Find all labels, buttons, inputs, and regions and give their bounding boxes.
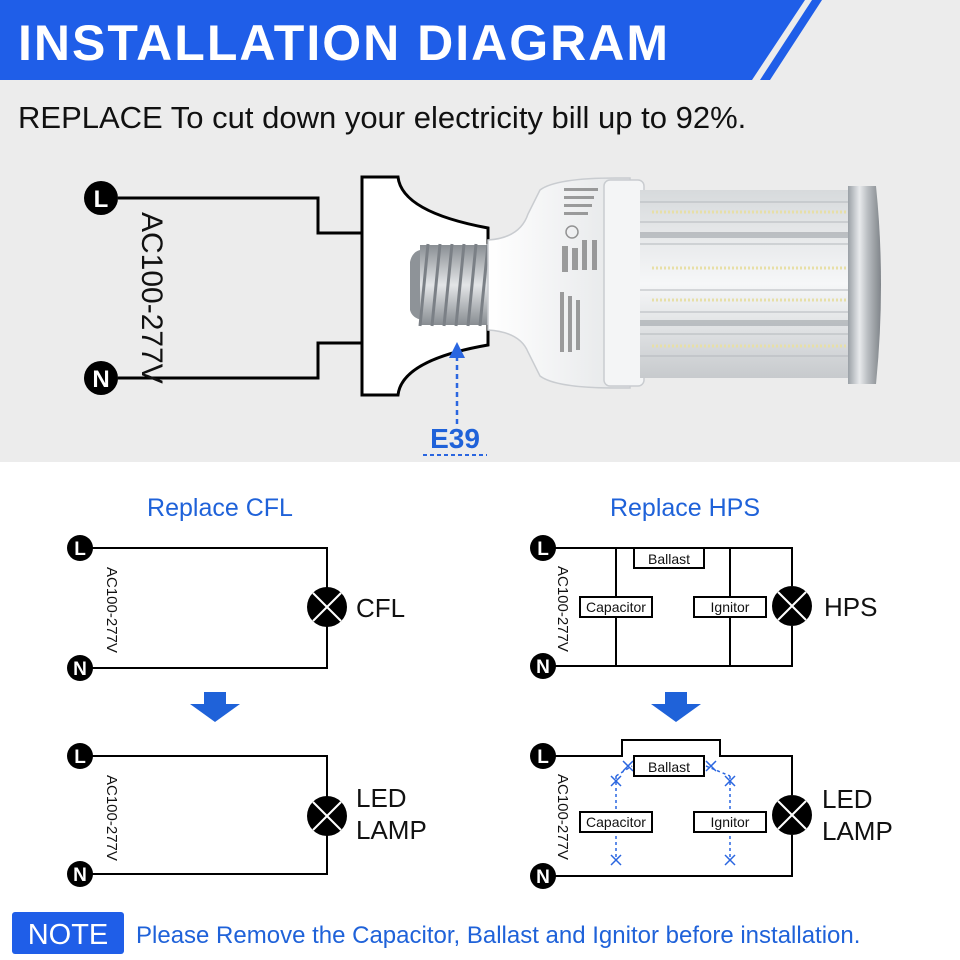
note-bar: NOTE Please Remove the Capacitor, Ballas… bbox=[12, 912, 860, 954]
cfl-voltage-label: AC100-277V bbox=[103, 567, 120, 653]
e39-label: E39 bbox=[430, 423, 480, 454]
removal-cross-marks bbox=[610, 760, 736, 866]
svg-text:L: L bbox=[74, 747, 86, 768]
cfl-circuit-before: L N AC100-277V CFL bbox=[67, 535, 405, 681]
cfl-after-terminal-n: N bbox=[67, 861, 93, 887]
hps-after-capacitor: Capacitor bbox=[586, 814, 646, 830]
cfl-after-lamp-label-1: LED bbox=[356, 783, 407, 813]
svg-text:N: N bbox=[536, 657, 550, 678]
cfl-after-voltage-label: AC100-277V bbox=[103, 775, 120, 861]
hps-lamp-icon bbox=[772, 586, 812, 626]
main-wiring bbox=[118, 196, 378, 380]
title-banner: INSTALLATION DIAGRAM bbox=[0, 0, 822, 80]
cfl-terminal-n: N bbox=[67, 655, 93, 681]
cfl-down-arrow bbox=[190, 692, 240, 722]
subtitle: REPLACE To cut down your electricity bil… bbox=[18, 100, 746, 135]
e39-pointer: E39 bbox=[423, 342, 487, 456]
hps-down-arrow bbox=[651, 692, 701, 722]
main-voltage-label: AC100-277V bbox=[135, 212, 168, 384]
cfl-terminal-l: L bbox=[67, 535, 93, 561]
hps-after-ignitor: Ignitor bbox=[711, 814, 750, 830]
svg-text:N: N bbox=[92, 366, 109, 393]
hps-after-voltage-label: AC100-277V bbox=[554, 774, 571, 860]
cfl-section-title: Replace CFL bbox=[147, 494, 293, 522]
cfl-after-lamp-icon bbox=[307, 796, 347, 836]
hps-lamp-label: HPS bbox=[824, 592, 877, 622]
led-corn-bulb bbox=[487, 177, 881, 389]
svg-text:L: L bbox=[94, 186, 109, 213]
hps-after-lamp-icon bbox=[772, 795, 812, 835]
main-terminal-l: L bbox=[84, 181, 118, 215]
svg-text:L: L bbox=[74, 539, 86, 560]
svg-text:L: L bbox=[537, 539, 549, 560]
svg-text:N: N bbox=[73, 659, 87, 680]
hps-section-title: Replace HPS bbox=[610, 494, 760, 522]
svg-text:L: L bbox=[537, 747, 549, 768]
note-badge: NOTE bbox=[28, 919, 109, 951]
hps-after-terminal-l: L bbox=[530, 743, 556, 769]
cfl-after-lamp-label-2: LAMP bbox=[356, 815, 427, 845]
hps-ignitor: Ignitor bbox=[711, 599, 750, 615]
cfl-circuit-after: L N AC100-277V LED LAMP bbox=[67, 743, 427, 887]
hps-after-lamp-label-1: LED bbox=[822, 784, 873, 814]
cfl-lamp-label: CFL bbox=[356, 593, 405, 623]
note-text: Please Remove the Capacitor, Ballast and… bbox=[136, 922, 860, 949]
page-title: INSTALLATION DIAGRAM bbox=[18, 15, 670, 71]
hps-terminal-n: N bbox=[530, 653, 556, 679]
svg-text:N: N bbox=[73, 865, 87, 886]
svg-text:N: N bbox=[536, 867, 550, 888]
hps-circuit-before: Ballast Capacitor Ignitor L N AC100-277V… bbox=[530, 535, 877, 679]
hps-terminal-l: L bbox=[530, 535, 556, 561]
hps-circuit-after: Ballast Capacitor Ignitor L N AC100-277V… bbox=[530, 739, 893, 889]
e39-screw-base bbox=[410, 243, 490, 327]
hps-capacitor: Capacitor bbox=[586, 599, 646, 615]
main-terminal-n: N bbox=[84, 361, 118, 395]
hps-voltage-label: AC100-277V bbox=[554, 566, 571, 652]
hps-ballast: Ballast bbox=[648, 551, 690, 567]
hps-after-lamp-label-2: LAMP bbox=[822, 816, 893, 846]
cfl-after-terminal-l: L bbox=[67, 743, 93, 769]
hps-after-ballast: Ballast bbox=[648, 759, 690, 775]
cfl-lamp-icon bbox=[307, 587, 347, 627]
hps-after-terminal-n: N bbox=[530, 863, 556, 889]
